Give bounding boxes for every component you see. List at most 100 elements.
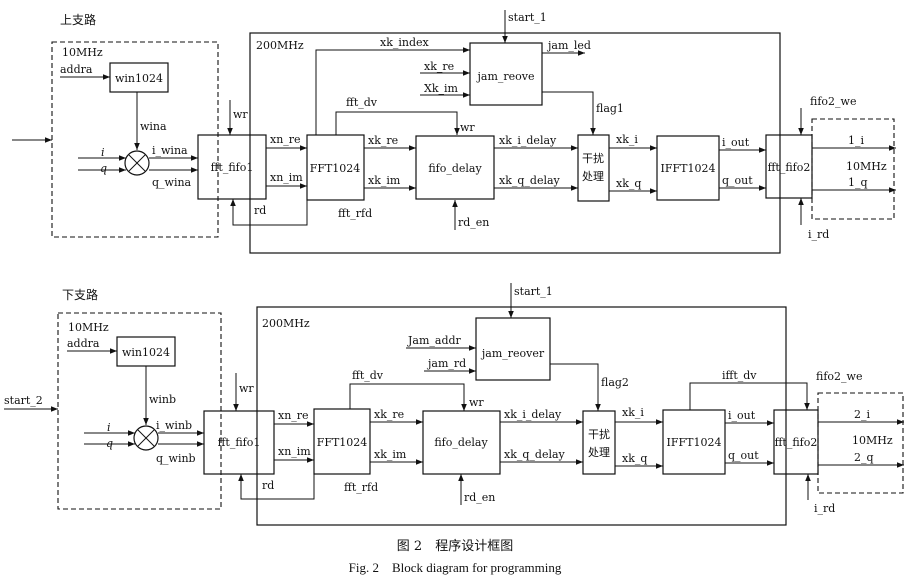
upper-xkre-label: xk_re xyxy=(368,134,398,147)
lower-xnre-label: xn_re xyxy=(278,409,309,422)
upper-fft-dv-label: fft_dv xyxy=(346,96,378,109)
lower-branch: 下支路 200MHz 10MHz addra win1024 winb star… xyxy=(4,283,904,526)
upper-fft-fifo1-label: fft_fifo1 xyxy=(211,161,254,174)
caption-english: Fig. 2 Block diagram for programming xyxy=(349,560,562,575)
upper-out-q-label: 1_q xyxy=(848,176,868,189)
lower-xkre-label: xk_re xyxy=(374,408,404,421)
upper-wina-label: wina xyxy=(140,120,167,133)
lower-rd-en-label: rd_en xyxy=(464,491,495,504)
upper-multiplier xyxy=(124,150,150,176)
lower-start-label: start_1 xyxy=(514,285,553,298)
lower-xk-i-label: xk_i xyxy=(622,406,644,419)
lower-ifft1024-block xyxy=(662,409,726,475)
lower-xk-q-delay-label: xk_q_delay xyxy=(504,448,566,461)
lower-jam-process-line1: 干扰 xyxy=(588,427,610,441)
upper-fft-fifo2-block xyxy=(765,134,813,199)
upper-xk-index-arrow xyxy=(315,47,470,135)
upper-rd-arrow xyxy=(230,199,308,226)
upper-xkim-label: xk_im xyxy=(368,174,401,187)
upper-branch-title: 上支路 xyxy=(60,12,96,27)
upper-xk-q-delay-label: xk_q_delay xyxy=(499,174,561,187)
upper-fft-dv-arrow xyxy=(335,111,460,135)
upper-i-rd-label: i_rd xyxy=(808,228,829,241)
upper-fft-rfd-label: fft_rfd xyxy=(338,207,372,220)
lower-flag-label: flag2 xyxy=(601,376,629,389)
lower-i-rd-label: i_rd xyxy=(814,502,835,515)
upper-out-i-label: 1_i xyxy=(848,134,864,147)
upper-fifo-delay-block xyxy=(415,135,495,200)
lower-fft1024-label: FFT1024 xyxy=(317,436,368,449)
upper-fft-fifo2-label: fft_fifo2 xyxy=(768,161,811,174)
lower-xnim-label: xn_im xyxy=(278,445,311,458)
upper-xnre-label: xn_re xyxy=(270,133,301,146)
lower-wr-label: wr xyxy=(239,382,254,395)
lower-jam-reover-label: jam_reover xyxy=(480,347,545,360)
upper-200mhz-frame xyxy=(249,32,781,254)
lower-fft-dv-arrow xyxy=(349,383,467,411)
upper-xkim-in-label: Xk_im xyxy=(424,82,459,95)
lower-win1024-label: win1024 xyxy=(122,346,170,359)
upper-fft1024-label: FFT1024 xyxy=(310,162,361,175)
upper-xk-i-label: xk_i xyxy=(616,133,638,146)
lower-fft-fifo2-block xyxy=(773,409,819,475)
lower-rd-label: rd xyxy=(262,479,274,492)
lower-i-label: i xyxy=(107,421,111,434)
upper-i-out-label: i_out xyxy=(722,136,750,149)
upper-jam-led-label: jam_led xyxy=(546,39,591,52)
lower-multiplier-cross-b xyxy=(137,429,155,447)
upper-iwin-label: i_wina xyxy=(152,144,188,157)
lower-fifo-wr-label: wr xyxy=(469,396,484,409)
upper-start-label: start_1 xyxy=(508,11,547,24)
upper-fifo2-we-label: fifo2_we xyxy=(810,95,856,108)
caption-chinese: 图 2 程序设计框图 xyxy=(397,539,513,554)
upper-win1024-label: win1024 xyxy=(115,72,163,85)
lower-flag-arrow xyxy=(550,363,601,411)
upper-jam-process-line2: 处理 xyxy=(582,170,604,183)
upper-flag-label: flag1 xyxy=(596,102,624,115)
lower-fft-fifo2-label: fft_fifo2 xyxy=(775,436,818,449)
lower-input-clock-label: 10MHz xyxy=(68,321,109,334)
upper-wr-label: wr xyxy=(233,108,248,121)
upper-ifft1024-block xyxy=(656,135,720,201)
lower-iwin-label: i_winb xyxy=(156,419,192,432)
lower-fft-rfd-label: fft_rfd xyxy=(344,481,378,494)
upper-addr-label: addra xyxy=(60,63,93,76)
upper-xk-index-label: xk_index xyxy=(380,36,430,49)
lower-fft1024-block xyxy=(313,408,371,475)
upper-multiplier-cross-b xyxy=(128,154,146,172)
lower-200mhz-frame xyxy=(256,306,787,526)
upper-win1024-block xyxy=(109,62,169,93)
lower-jam-addr-label: Jam_addr xyxy=(407,334,462,347)
lower-qwin-label: q_winb xyxy=(156,452,196,465)
upper-rd-label: rd xyxy=(254,204,266,217)
lower-start-in-label: start_2 xyxy=(4,394,43,407)
upper-rd-en-label: rd_en xyxy=(458,216,489,229)
lower-jam-reover-block xyxy=(475,317,551,381)
lower-out-q-label: 2_q xyxy=(854,451,874,464)
upper-fifo-wr-label: wr xyxy=(460,121,475,134)
lower-q-out-label: q_out xyxy=(728,449,759,462)
upper-fifo-delay-label: fifo_delay xyxy=(428,162,482,175)
lower-out-clock-label: 10MHz xyxy=(852,434,893,447)
lower-clock-label: 200MHz xyxy=(262,317,310,330)
lower-out-i-label: 2_i xyxy=(854,408,870,421)
upper-xnim-label: xn_im xyxy=(270,171,303,184)
lower-multiplier xyxy=(133,425,159,451)
upper-q-out-label: q_out xyxy=(722,174,753,187)
lower-fft-fifo1-label: fft_fifo1 xyxy=(218,436,261,449)
upper-xk-i-delay-label: xk_i_delay xyxy=(499,134,557,147)
lower-xkim-label: xk_im xyxy=(374,448,407,461)
lower-ifft-dv-arrow xyxy=(689,382,810,410)
lower-fifo-delay-label: fifo_delay xyxy=(434,436,488,449)
lower-i-out-label: i_out xyxy=(728,409,756,422)
lower-jam-rd-label: jam_rd xyxy=(426,357,466,370)
lower-fft-dv-label: fft_dv xyxy=(352,369,384,382)
upper-q-label: q xyxy=(100,162,107,175)
lower-xk-i-delay-label: xk_i_delay xyxy=(504,408,562,421)
upper-out-clock-label: 10MHz xyxy=(846,160,887,173)
lower-ifft1024-label: IFFT1024 xyxy=(667,436,722,449)
upper-xk-q-label: xk_q xyxy=(616,177,641,190)
lower-jam-process-line2: 处理 xyxy=(588,446,610,459)
upper-jam-process-line1: 干扰 xyxy=(582,151,604,165)
